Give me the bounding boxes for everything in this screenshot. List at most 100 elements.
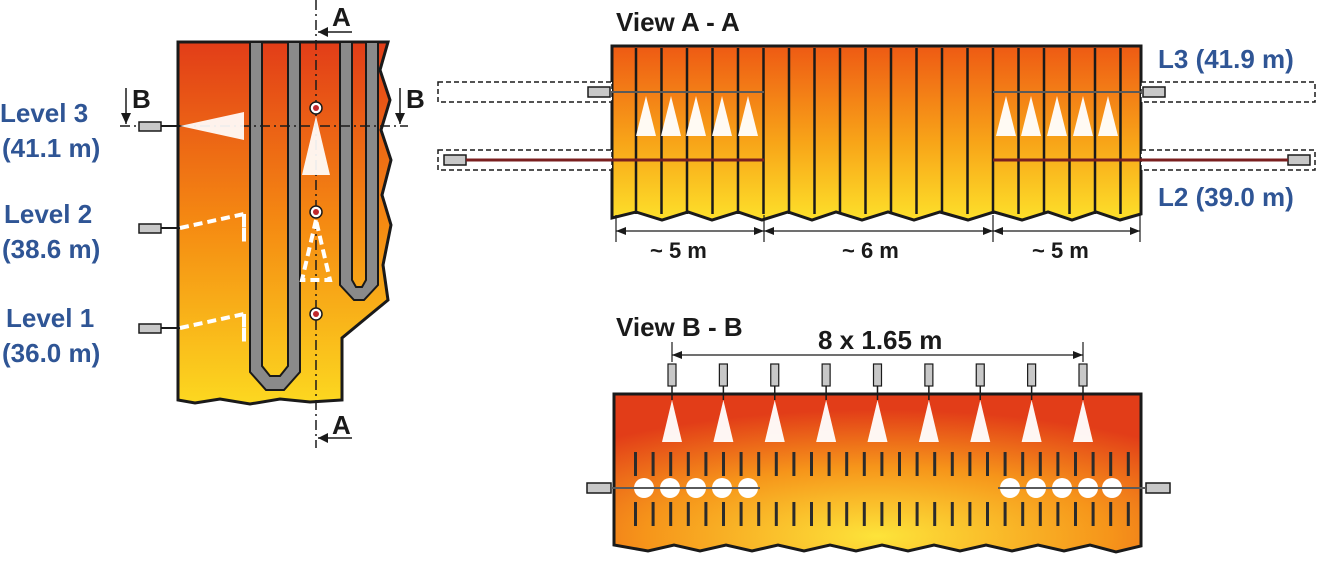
spray-cone — [636, 96, 656, 136]
tube-bundle-left — [249, 41, 301, 391]
spray-down-level-3 — [302, 116, 330, 175]
tube-stub — [1038, 502, 1042, 526]
label-l3: L3 (41.9 m) — [1158, 44, 1294, 74]
spray-cone — [1073, 400, 1093, 442]
lance-housing-l3-right — [1140, 81, 1316, 103]
level-2-height: (38.6 m) — [2, 234, 100, 264]
spray-cone — [1098, 96, 1118, 136]
spray-cone — [918, 400, 939, 442]
section-arrow-b-right — [395, 88, 405, 124]
tube-stub — [898, 452, 901, 476]
tube-stub — [880, 452, 884, 476]
spray-cone — [1073, 96, 1093, 136]
tube-stub — [827, 502, 831, 526]
nozzle-body — [1078, 363, 1088, 387]
tube-stub — [634, 502, 637, 526]
level-2-name: Level 2 — [4, 199, 92, 229]
lance-l3-right — [993, 86, 1166, 98]
spray-cone — [661, 96, 681, 136]
furnace-plan-section — [612, 392, 1143, 554]
tube-stub — [704, 452, 708, 476]
tube-stub — [757, 452, 761, 476]
tube-stub — [1091, 502, 1095, 526]
label-l2: L2 (39.0 m) — [1158, 182, 1294, 212]
spray-cone — [970, 400, 991, 442]
tube-stub — [739, 452, 743, 476]
tube-stub — [1021, 502, 1025, 526]
tube-stub — [634, 452, 637, 476]
nozzle-body — [975, 363, 985, 387]
nozzle-body — [770, 363, 780, 387]
tube-stub — [1091, 452, 1095, 476]
view-aa: View A - A L3 (41.9 m) L2 (39.0 m) — [437, 7, 1316, 263]
tube-stub — [915, 502, 919, 526]
spray-cone — [1021, 400, 1042, 442]
spray-cone — [816, 400, 837, 442]
dimension-lines-aa — [615, 215, 1141, 242]
spray-cone — [1047, 96, 1067, 136]
tube-stub — [968, 452, 972, 476]
plan-lance-right — [998, 482, 1171, 494]
front-tube-lines — [634, 48, 1122, 214]
nozzle-body — [718, 363, 728, 387]
dimension-middle: ~ 6 m — [842, 238, 899, 263]
tube-stub — [1126, 452, 1130, 476]
tube-stub — [827, 452, 831, 476]
tube-stub — [792, 452, 796, 476]
spray-down-level-2 — [299, 219, 333, 282]
tube-stub — [669, 452, 673, 476]
view-bb-title: View B - B — [616, 312, 743, 342]
tube-stub — [986, 502, 989, 526]
tube-stub — [774, 452, 778, 476]
level-3-height: (41.1 m) — [2, 133, 100, 163]
tube-stub — [1021, 452, 1025, 476]
tube-stub — [1074, 452, 1077, 476]
nozzle-body — [667, 363, 677, 387]
tube-stub — [1074, 502, 1077, 526]
tube-stub — [933, 452, 937, 476]
dimension-right: ~ 5 m — [1032, 238, 1089, 263]
spacing-dimension — [671, 342, 1084, 362]
tube-stub — [686, 502, 690, 526]
tube-stub — [1126, 502, 1130, 526]
tube-stub — [933, 502, 937, 526]
tube-stub — [880, 502, 884, 526]
plan-lance-left — [586, 482, 760, 494]
tube-stub — [739, 502, 743, 526]
tube-stub — [950, 502, 954, 526]
view-bb: View B - B 8 x 1.65 m — [586, 312, 1171, 554]
lance-level-2 — [138, 211, 246, 242]
section-label-a-bottom: A — [332, 410, 351, 440]
port-marker-level-2-dot — [313, 209, 319, 215]
section-arrow-a-top — [318, 27, 352, 37]
tube-stub — [950, 452, 954, 476]
tube-stub — [862, 452, 866, 476]
section-arrow-b-left — [121, 88, 131, 124]
spray-cone — [712, 96, 732, 136]
tube-stub — [1109, 452, 1113, 476]
nozzle-body — [924, 363, 934, 387]
tube-stub — [810, 452, 813, 476]
tube-stub — [651, 502, 655, 526]
section-label-b-left: B — [132, 84, 151, 114]
tube-stub — [1038, 452, 1042, 476]
tube-stub — [915, 452, 919, 476]
nozzle-body — [821, 363, 831, 387]
tube-stub — [845, 502, 849, 526]
lance-l2-left — [443, 154, 764, 166]
tube-stub — [986, 452, 989, 476]
tube-stub — [669, 502, 673, 526]
port-marker-level-3-dot — [313, 105, 319, 111]
section-label-a-top: A — [332, 2, 351, 32]
tube-stub — [792, 502, 796, 526]
tube-stub — [1109, 502, 1113, 526]
tube-stub — [722, 502, 725, 526]
lance-level-3 — [138, 112, 244, 140]
tube-stub — [686, 452, 690, 476]
spray-cone — [764, 400, 785, 442]
tube-stub — [757, 502, 761, 526]
tube-stub — [1056, 502, 1060, 526]
tube-stub — [898, 502, 901, 526]
lance-level-1 — [138, 311, 246, 342]
